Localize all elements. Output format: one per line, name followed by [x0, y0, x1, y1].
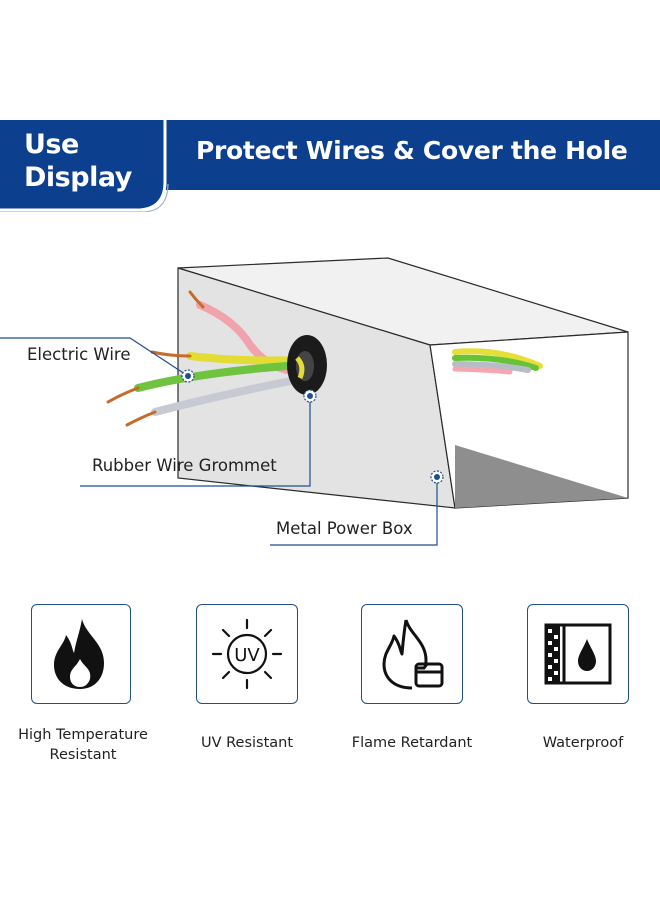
flame-retardant-icon — [382, 619, 444, 690]
banner-shape — [0, 120, 660, 212]
callout-dots — [181, 369, 444, 484]
feature-label-high-temperature: High Temperature Resistant — [18, 727, 148, 763]
rubber-grommet — [287, 335, 327, 395]
callout-rubber-grommet: Rubber Wire Grommet — [92, 456, 277, 475]
feature-box — [31, 604, 131, 704]
power-box-illustration — [0, 257, 629, 546]
uv-icon-text: UV — [234, 645, 260, 666]
feature-high-temperature — [31, 604, 141, 704]
uv-sun-icon: UV — [211, 618, 283, 690]
feature-box — [527, 604, 629, 704]
feature-waterproof — [527, 604, 637, 704]
wires-enter — [106, 290, 309, 427]
wires-exit — [452, 348, 543, 375]
waterproof-icon — [544, 623, 612, 685]
banner-use-display: Use Display — [24, 129, 132, 193]
feature-uv-resistant: UV — [196, 604, 306, 704]
callout-metal-box: Metal Power Box — [276, 519, 413, 538]
feature-label-waterproof: Waterproof — [542, 735, 624, 751]
feature-flame-retardant — [361, 604, 471, 704]
feature-label-uv-resistant: UV Resistant — [200, 735, 294, 751]
callout-lines — [0, 337, 438, 546]
feature-label-flame-retardant: Flame Retardant — [351, 735, 473, 751]
box-interior-shadow — [455, 445, 628, 508]
feature-box: UV — [196, 604, 298, 704]
callout-electric-wire: Electric Wire — [27, 345, 131, 364]
header-banner — [0, 120, 660, 212]
fire-icon — [54, 619, 104, 689]
feature-box — [361, 604, 463, 704]
banner-title: Protect Wires & Cover the Hole — [196, 136, 628, 165]
